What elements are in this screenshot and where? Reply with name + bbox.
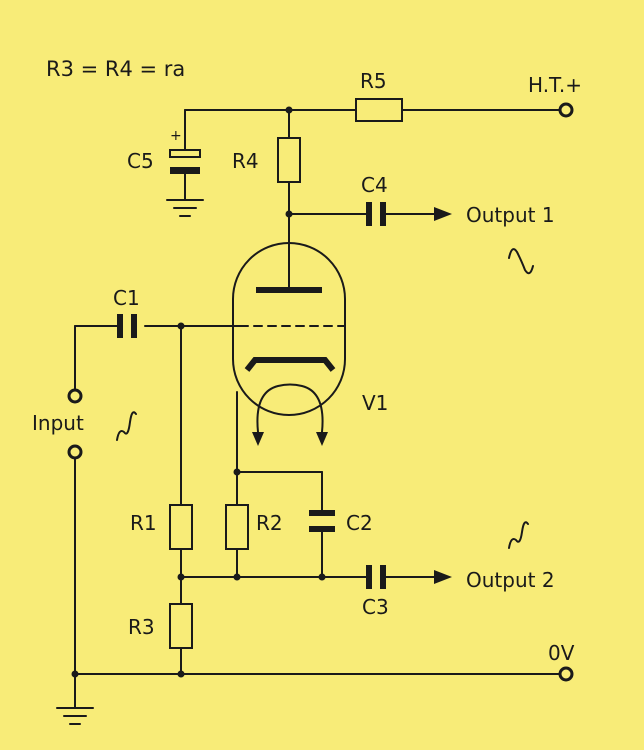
valve-cathode [244,357,336,372]
c2-label: C2 [346,511,373,535]
output2-label: Output 2 [466,568,555,592]
c5-plus-label: + [170,128,182,144]
r5-label: R5 [360,69,387,93]
ht-label: H.T.+ [528,73,582,97]
output2-sine-wave-icon [508,521,529,549]
input-terminal-icon[interactable] [67,388,83,404]
c5-positive-plate [169,149,201,158]
output1-sine-wave-icon [508,248,534,275]
output2-arrow-icon [434,570,452,584]
ground-icon [56,707,94,725]
c5-label: C5 [127,149,154,173]
ht-terminal-icon[interactable] [558,102,574,118]
valve-heater [256,383,324,433]
equation-label: R3 = R4 = ra [46,57,185,81]
r4-label: R4 [232,149,259,173]
r2-label: R2 [256,511,283,535]
r1-label: R1 [130,511,157,535]
junction-dot [177,670,185,678]
r5-resistor [355,98,403,122]
r4-resistor [277,137,301,183]
output1-arrow-icon [434,207,452,221]
zero-v-label: 0V [548,641,575,665]
input-sine-wave-icon [116,411,137,441]
zero-v-terminal-icon[interactable] [558,666,574,682]
input-return-terminal-icon[interactable] [67,444,83,460]
heater-arrow-right [316,432,328,446]
input-label: Input [32,411,84,435]
c3-label: C3 [362,595,389,619]
r2-resistor [225,504,249,550]
r1-resistor [169,504,193,550]
c4-label: C4 [361,173,388,197]
valve-envelope [232,242,346,416]
c1-label: C1 [113,286,140,310]
r3-resistor [169,603,193,649]
c5-negative-plate [170,167,200,174]
valve-v1 [232,242,346,446]
heater-arrow-left [252,432,264,446]
output1-label: Output 1 [466,203,555,227]
v1-label: V1 [362,391,388,415]
r3-label: R3 [128,615,155,639]
ground-icon [166,199,204,217]
